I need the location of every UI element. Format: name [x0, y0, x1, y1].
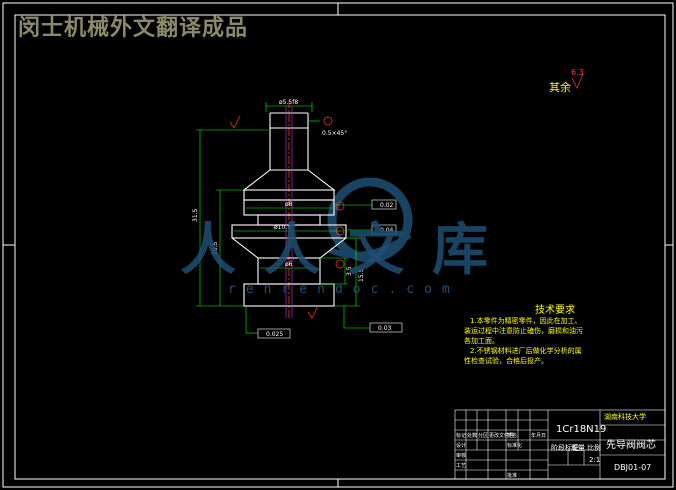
title-block-part-name: 先导阀阀芯: [606, 440, 656, 451]
tolerance-frames: [257, 199, 403, 339]
title-block-weight-label: 重量: [571, 444, 585, 452]
tol-4: 0.03: [378, 325, 392, 332]
title-block-header: 年月日: [531, 433, 547, 439]
tech-requirement-line: 1.本零件为精密零件，因此在加工、: [470, 317, 582, 325]
dim-top-width: ø5.5f8: [279, 99, 298, 106]
tech-requirement-line: 装运过程中注意防止磕伤，磨损和油污: [464, 327, 583, 335]
title-block-stage-label: 阶段标记: [551, 444, 579, 452]
title-block-header: 签名: [507, 433, 518, 439]
title-block-header: 标记: [456, 433, 467, 439]
roughness-marks: [229, 73, 584, 319]
watermark-text: 人人文库: [180, 218, 516, 283]
title-block-role: 批准: [507, 473, 518, 479]
dim-h-small: 3.5: [346, 266, 353, 276]
tech-requirement-line: 性检查试验，合格后投产。: [464, 357, 548, 365]
title-block-school: 湖南科技大学: [604, 413, 646, 421]
dim-d1: ø8: [285, 201, 293, 208]
title-block-header: 分区: [478, 433, 489, 439]
title-block-drawing-no: DBJ01-07: [614, 463, 652, 472]
dimension-lines: [196, 102, 372, 334]
title-block-role: 设计: [456, 443, 467, 449]
part-outline: [231, 112, 347, 307]
title-block: [454, 409, 666, 480]
banner-title: 闵士机械外文翻译成品: [18, 16, 249, 41]
dim-h-low: 15.5: [358, 268, 365, 282]
tol-1: 0.02: [380, 202, 394, 209]
title-block-header: 处数: [467, 433, 478, 439]
watermark-logo: [327, 177, 413, 263]
title-block-role: 标准化: [507, 443, 523, 449]
dim-chamfer: 0.5×45°: [322, 130, 347, 137]
dim-d2: ø10.5: [274, 224, 291, 231]
title-block-scale-label: 比例: [587, 444, 601, 452]
tech-requirement-line: 各加工面。: [464, 337, 499, 345]
roughness-label: 其余: [549, 81, 571, 94]
tol-2: 0.04: [380, 227, 394, 234]
tol-3: 0.025: [266, 331, 283, 338]
section-hatch: [285, 106, 293, 318]
dim-d3: ø6: [285, 261, 293, 268]
title-block-role: 工艺: [456, 463, 467, 469]
title-block-material: 1Cr18N19: [556, 424, 607, 435]
roughness-value: 6.3: [571, 68, 584, 77]
tech-requirements-title: 技术要求: [535, 305, 575, 316]
title-block-role: 审核: [456, 453, 467, 459]
dim-h-total: 31.5: [192, 208, 199, 222]
title-block-header: 更改文件号: [489, 433, 515, 439]
tech-requirement-line: 2.不锈钢材料进厂后做化学分析的属: [470, 347, 582, 355]
watermark-url: renrendoc.com: [228, 282, 460, 297]
title-block-scale: 2:1: [589, 456, 601, 464]
inner-frame: [14, 14, 666, 480]
dim-h-mid: 20.5: [212, 241, 219, 255]
